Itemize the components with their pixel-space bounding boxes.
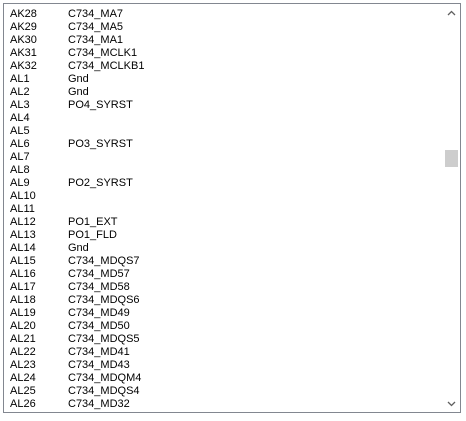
net-name: C734_MD49 [68,307,130,319]
pin-id: AL24 [10,372,36,384]
list-item[interactable]: AL7 [4,151,442,164]
pin-id: AL19 [10,307,36,319]
net-name: Gnd [68,242,89,254]
net-name: C734_MD43 [68,359,130,371]
scroll-down-button[interactable] [443,395,460,412]
list-item[interactable]: AL24 C734_MDQM4 [4,372,442,385]
net-name: C734_MD32 [68,398,130,410]
net-name: C734_MD58 [68,281,130,293]
list-item[interactable]: AL18 C734_MDQS6 [4,294,442,307]
pin-id: AL9 [10,177,30,189]
pin-id: AK28 [10,8,37,20]
list-item[interactable]: AL4 [4,112,442,125]
net-name: PO1_FLD [68,229,117,241]
net-name: PO2_SYRST [68,177,133,189]
net-name: C734_MD57 [68,268,130,280]
pin-id: AL16 [10,268,36,280]
net-name: PO4_SYRST [68,99,133,111]
pin-id: AL5 [10,125,30,137]
list-item[interactable]: AL15 C734_MDQS7 [4,255,442,268]
list-item[interactable]: AL9 PO2_SYRST [4,177,442,190]
pin-id: AL11 [10,203,35,215]
pin-id: AL23 [10,359,36,371]
pin-id: AL2 [10,86,30,98]
pin-id: AL6 [10,138,30,150]
pin-id: AK29 [10,21,37,33]
net-name: C734_MDQM4 [68,372,142,384]
list-item[interactable]: AL25 C734_MDQS4 [4,385,442,398]
pin-id: AL21 [10,333,36,345]
pin-id: AL3 [10,99,30,111]
pin-id: AL8 [10,164,30,176]
list-item[interactable]: AL3 PO4_SYRST [4,99,442,112]
list-item[interactable]: AL8 [4,164,442,177]
chevron-up-icon [447,10,456,15]
list-item[interactable]: AL14 Gnd [4,242,442,255]
net-name: C734_MDQS6 [68,294,140,306]
pin-id: AK30 [10,34,37,46]
net-name: C734_MA1 [68,34,124,46]
net-name: Gnd [68,86,89,98]
list-item[interactable]: AL5 [4,125,442,138]
vertical-scrollbar[interactable] [443,4,460,412]
list-item[interactable]: AK28 C734_MA7 [4,8,442,21]
list-item[interactable]: AL17 C734_MD58 [4,281,442,294]
list-item[interactable]: AK32 C734_MCLKB1 [4,60,442,73]
list-item[interactable]: AL20 C734_MD50 [4,320,442,333]
list-item[interactable]: AL23 C734_MD43 [4,359,442,372]
scroll-thumb[interactable] [445,149,458,167]
net-name: C734_MDQS5 [68,333,140,345]
list-item[interactable]: AL2 Gnd [4,86,442,99]
list-item[interactable]: AL6 PO3_SYRST [4,138,442,151]
net-name: C734_MCLK1 [68,47,138,59]
pin-id: AL18 [10,294,36,306]
list-item[interactable]: AL12 PO1_EXT [4,216,442,229]
pin-id: AL1 [10,73,30,85]
pin-id: AL20 [10,320,36,332]
list-item[interactable]: AK30 C734_MA1 [4,34,442,47]
pin-id: AL4 [10,112,30,124]
list-item[interactable]: AL19 C734_MD49 [4,307,442,320]
net-name: Gnd [68,73,89,85]
list-item[interactable]: AK31 C734_MCLK1 [4,47,442,60]
scroll-up-button[interactable] [443,4,460,21]
net-name: C734_MD41 [68,346,130,358]
list-item[interactable]: AL16 C734_MD57 [4,268,442,281]
list-item[interactable]: AL10 [4,190,442,203]
net-name: C734_MDQS4 [68,385,140,397]
pin-id: AL25 [10,385,36,397]
net-name: C734_MA7 [68,8,124,20]
list-item[interactable]: AL21 C734_MDQS5 [4,333,442,346]
pin-id: AL15 [10,255,36,267]
net-name: PO3_SYRST [68,138,133,150]
pin-id: AL7 [10,151,30,163]
pin-id: AL14 [10,242,36,254]
pin-id: AL17 [10,281,36,293]
pin-id: AL10 [10,190,36,202]
pin-id: AK32 [10,60,37,72]
net-name: C734_MA5 [68,21,124,33]
list-item[interactable]: AL22 C734_MD41 [4,346,442,359]
pin-id: AL22 [10,346,36,358]
net-name: C734_MD50 [68,320,130,332]
pin-id: AL12 [10,216,36,228]
list-item[interactable]: AL13 PO1_FLD [4,229,442,242]
net-name: PO1_EXT [68,216,118,228]
list-item[interactable]: AL11 [4,203,442,216]
pin-id: AL13 [10,229,36,241]
list-item[interactable]: AK29 C734_MA5 [4,21,442,34]
list-item[interactable]: AL26 C734_MD32 [4,398,442,411]
net-name: C734_MDQS7 [68,255,140,267]
chevron-down-icon [447,401,456,406]
list-item[interactable]: AL1 Gnd [4,73,442,86]
pin-id: AK31 [10,47,37,59]
net-name: C734_MCLKB1 [68,60,145,72]
pin-id: AL26 [10,398,36,410]
